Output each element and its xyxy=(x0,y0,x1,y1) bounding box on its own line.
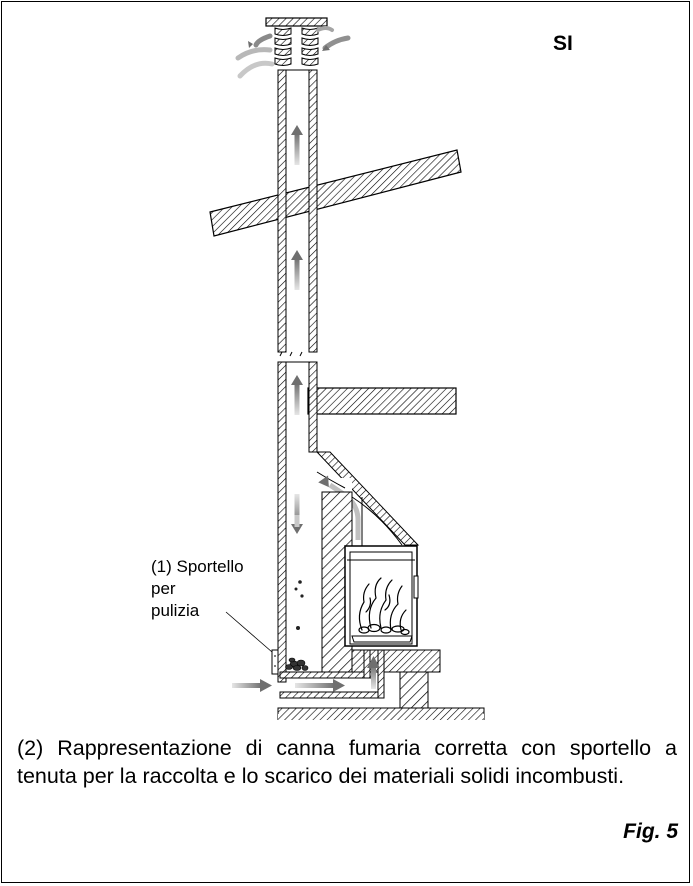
chimney-cap xyxy=(265,17,328,66)
cleaning-door-label: (1) Sportello per pulizia xyxy=(151,556,244,622)
air-inlet-duct xyxy=(279,649,385,699)
door-leader-line xyxy=(225,611,273,653)
door-label-line-1: (1) Sportello xyxy=(151,557,244,576)
outlet-airflow-arrows xyxy=(235,26,351,79)
cleaning-door xyxy=(271,649,279,675)
roof-slab xyxy=(209,149,462,237)
smoke-up-arrows xyxy=(291,125,303,534)
door-label-line-2: per xyxy=(151,579,176,598)
door-label-line-3: pulizia xyxy=(151,601,200,620)
falling-debris xyxy=(294,580,304,630)
figure-number: Fig. 5 xyxy=(623,820,678,843)
figure-caption: (2) Rappresentazione di canna fumaria co… xyxy=(17,736,677,788)
inlet-airflow-arrows xyxy=(232,656,380,692)
soot-deposit xyxy=(285,657,309,671)
fire-flames xyxy=(358,577,410,636)
chimney-diagram xyxy=(209,17,485,720)
floor-slab xyxy=(307,387,457,415)
flue-pipe xyxy=(277,69,318,683)
correct-label: SI xyxy=(553,32,573,55)
